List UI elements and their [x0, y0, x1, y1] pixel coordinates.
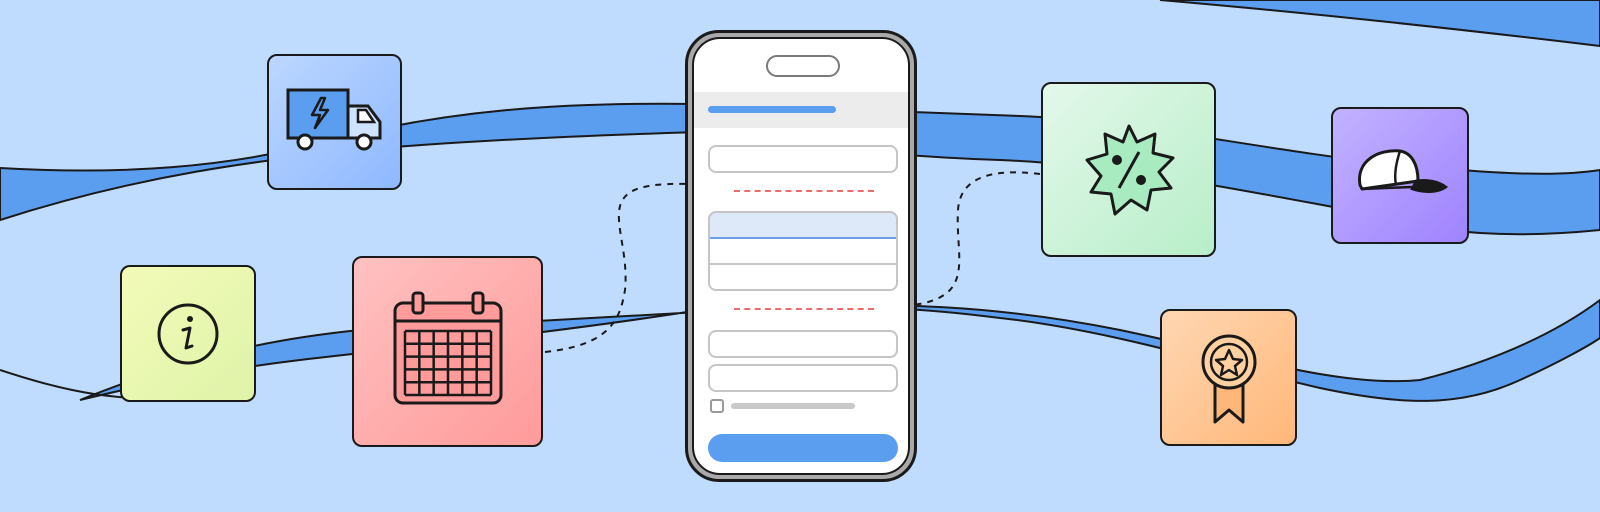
option-selected[interactable] [710, 213, 896, 239]
info-tile [120, 265, 256, 402]
phone-notch [766, 55, 840, 77]
text-field-3[interactable] [708, 364, 898, 392]
option-item[interactable] [710, 239, 896, 265]
calendar-tile [352, 256, 543, 447]
calendar-icon [393, 291, 502, 404]
submit-button[interactable] [708, 434, 898, 462]
delivery-tile [267, 54, 402, 190]
cap-icon [1358, 148, 1449, 193]
option-list[interactable] [708, 211, 898, 291]
discount-badge-icon [1085, 124, 1174, 215]
insert-marker-bottom [734, 308, 874, 310]
consent-checkbox[interactable] [710, 399, 724, 413]
phone-screen [692, 37, 910, 475]
text-field-1[interactable] [708, 145, 898, 173]
text-field-2[interactable] [708, 330, 898, 358]
checkbox-label-placeholder [731, 403, 855, 409]
insert-marker-top [734, 190, 874, 192]
form-title-placeholder [708, 106, 836, 113]
phone-mockup [685, 30, 917, 482]
option-item[interactable] [710, 265, 896, 289]
discount-tile [1041, 82, 1216, 257]
award-ribbon-icon [1201, 334, 1256, 423]
delivery-truck-icon [286, 88, 381, 151]
info-icon [157, 303, 219, 364]
award-tile [1160, 309, 1297, 446]
cap-tile [1331, 107, 1469, 244]
